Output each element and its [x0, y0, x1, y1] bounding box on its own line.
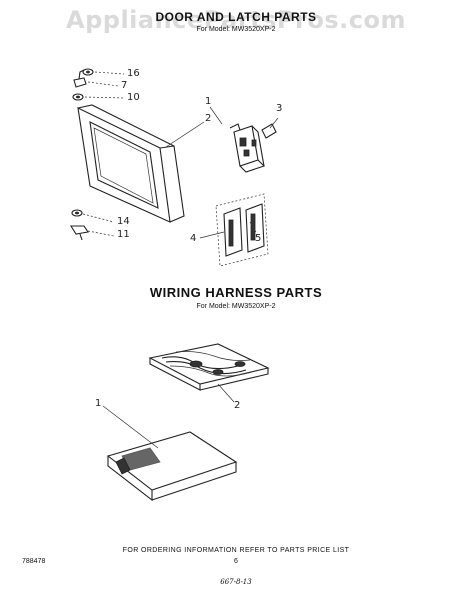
- callout-harness-1: 1: [95, 398, 102, 409]
- callout-4: 4: [190, 233, 197, 244]
- part-2-door: [77, 104, 185, 223]
- part-5-latch-plate: [245, 203, 265, 253]
- part-7-hinge: [73, 69, 87, 88]
- part-16-washer: [82, 68, 94, 76]
- section-title-wiring-harness: WIRING HARNESS PARTS: [149, 285, 323, 300]
- part-1-latch: [229, 123, 266, 173]
- watermark: AppliancePartsPros.com: [66, 6, 406, 34]
- part-3-switch: [261, 117, 279, 139]
- callout-10: 10: [127, 92, 140, 103]
- part-10-washer: [72, 93, 84, 101]
- callout-5: 5: [255, 233, 262, 244]
- handwritten-note: 667-8-13: [220, 578, 252, 586]
- callout-harness-2: 2: [234, 400, 241, 411]
- callout-3: 3: [276, 103, 283, 114]
- part-4-latch-plate: [223, 207, 243, 257]
- callout-1: 1: [205, 96, 212, 107]
- part-2-wiring-harness: [148, 343, 270, 391]
- callout-2: 2: [205, 113, 212, 124]
- page-number: 6: [234, 558, 238, 565]
- section-title-door-latch: DOOR AND LATCH PARTS: [155, 10, 317, 24]
- section-model-wiring-harness: For Model: MW3520XP-2: [196, 303, 276, 310]
- part-1-parts-bag: [106, 431, 238, 502]
- section-model-door-latch: For Model: MW3520XP-2: [196, 26, 276, 33]
- part-11-hinge: [70, 225, 89, 241]
- callout-16: 16: [127, 68, 140, 79]
- callout-7: 7: [121, 80, 128, 91]
- ordering-note: FOR ORDERING INFORMATION REFER TO PARTS …: [122, 547, 350, 554]
- doc-number: 788478: [22, 558, 46, 565]
- part-14-washer: [71, 209, 83, 217]
- callout-14: 14: [117, 216, 130, 227]
- callout-11: 11: [117, 229, 130, 240]
